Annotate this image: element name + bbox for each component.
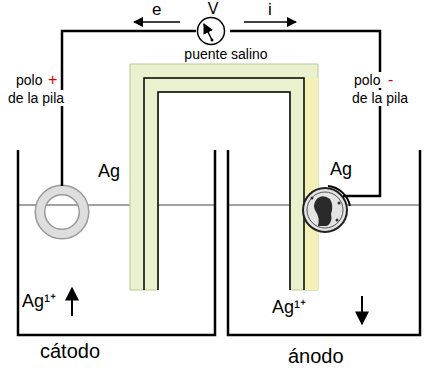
pole-label: polo xyxy=(14,72,44,88)
ion-flow-arrow xyxy=(71,288,73,316)
pole-label: + xyxy=(46,71,59,89)
salt-bridge-line xyxy=(144,78,304,290)
ion-flow-arrow xyxy=(361,296,363,324)
text-slot: puente salino xyxy=(130,47,322,62)
pole-label: polo xyxy=(352,72,382,88)
salt-bridge-line xyxy=(158,92,290,290)
bridge-name: puente salino xyxy=(130,47,322,62)
text-slot: ánodo xyxy=(288,345,344,367)
salt-bridge-shade xyxy=(304,78,318,290)
electrode-name: ánodo xyxy=(288,345,344,367)
coin-dot xyxy=(336,219,339,222)
coin-dot xyxy=(311,197,314,200)
pole-label: - xyxy=(386,71,395,89)
electron-flow-arrow xyxy=(134,21,180,23)
silver-ring-electrode xyxy=(40,190,84,234)
text-slot: Ag¹⁺ xyxy=(22,292,56,312)
ion-label: Ag¹⁺ xyxy=(272,298,306,318)
pole-label: de la pila xyxy=(6,90,66,106)
text-slot: Ag xyxy=(98,162,120,182)
flow-label: i xyxy=(266,0,274,20)
ion-label: Ag¹⁺ xyxy=(22,292,56,312)
electrode-name: cátodo xyxy=(40,340,100,362)
meter-symbol: V xyxy=(196,0,230,18)
flow-label: e xyxy=(150,0,163,20)
voltmeter: V xyxy=(196,0,230,46)
coin-profile xyxy=(314,196,332,226)
pole-label: de la pila xyxy=(350,90,410,106)
beaker xyxy=(18,150,215,335)
voltmeter-dial xyxy=(196,16,226,46)
silver-coin-electrode xyxy=(303,188,347,232)
silver-ring-electrode xyxy=(40,190,84,234)
text-slot: V xyxy=(196,0,230,18)
liquid-level xyxy=(18,205,215,206)
anode-beaker: AgAg¹⁺ ánodo xyxy=(228,150,420,376)
needle-pivot xyxy=(211,39,214,42)
coin-dot xyxy=(338,202,341,205)
beaker xyxy=(228,150,420,335)
metal-label: Ag xyxy=(98,162,120,182)
cathode-beaker: AgAg¹⁺ cátodo xyxy=(18,150,215,376)
salt-bridge: puente salino xyxy=(130,44,322,290)
wire xyxy=(62,31,196,150)
coin-rim xyxy=(307,192,343,228)
text-slot: Ag xyxy=(330,160,352,180)
wire xyxy=(61,150,64,186)
text-slot: Ag¹⁺ xyxy=(272,298,306,318)
current-flow-arrow xyxy=(244,21,296,23)
metal-label: Ag xyxy=(330,160,352,180)
voltmeter-needle xyxy=(204,24,212,40)
salt-bridge-tube xyxy=(130,64,318,290)
text-slot: cátodo xyxy=(40,340,100,362)
voltmeter-body xyxy=(198,18,225,45)
